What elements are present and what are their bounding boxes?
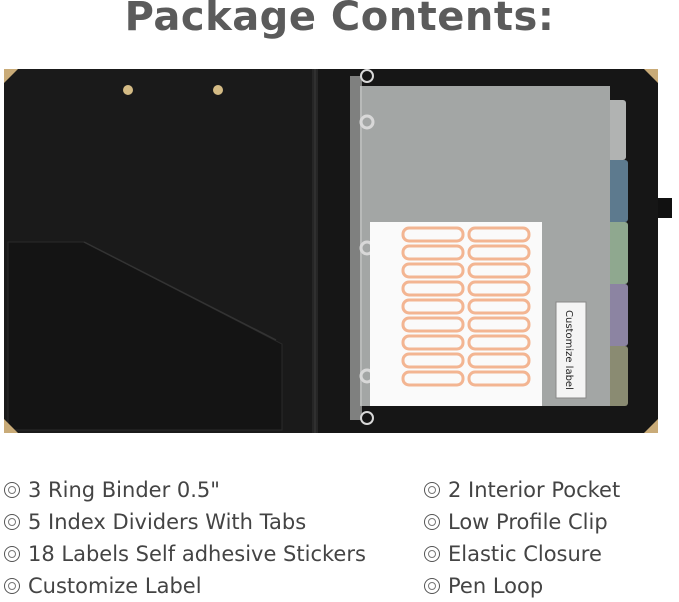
list-item: 18 Labels Self adhesive Stickers: [4, 538, 366, 570]
list-item: 2 Interior Pocket: [424, 474, 620, 506]
circle-bullet-icon: [424, 482, 440, 498]
customize-label-text: Customize label: [563, 310, 574, 390]
circle-bullet-icon: [4, 546, 20, 562]
list-item: Elastic Closure: [424, 538, 620, 570]
circle-bullet-icon: [4, 482, 20, 498]
page-title: Package Contents:: [124, 0, 555, 40]
contents-list-left: 3 Ring Binder 0.5" 5 Index Dividers With…: [4, 474, 366, 602]
circle-bullet-icon: [424, 578, 440, 594]
contents-list-right: 2 Interior Pocket Low Profile Clip Elast…: [424, 474, 620, 602]
circle-bullet-icon: [4, 578, 20, 594]
list-item: Pen Loop: [424, 570, 620, 602]
circle-bullet-icon: [424, 546, 440, 562]
list-item: 5 Index Dividers With Tabs: [4, 506, 366, 538]
list-item: Customize Label: [4, 570, 366, 602]
list-item: Low Profile Clip: [424, 506, 620, 538]
list-item: 3 Ring Binder 0.5": [4, 474, 366, 506]
circle-bullet-icon: [4, 514, 20, 530]
binder-photo: Customize label: [4, 69, 672, 433]
circle-bullet-icon: [424, 514, 440, 530]
